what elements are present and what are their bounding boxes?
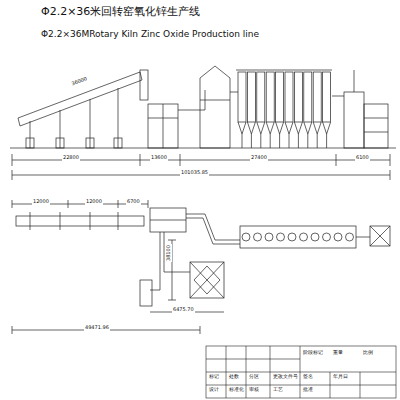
table-cell: 设计 bbox=[208, 387, 220, 393]
dimension: 36000 bbox=[70, 76, 89, 87]
silo bbox=[313, 72, 321, 122]
filter-top bbox=[277, 233, 285, 241]
silo bbox=[238, 72, 246, 122]
dimension: 101035.85 bbox=[180, 170, 209, 176]
silo-cone bbox=[304, 122, 312, 134]
filter-top bbox=[254, 233, 262, 241]
plan-view bbox=[12, 200, 390, 334]
table-cell: 分区 bbox=[248, 374, 260, 380]
elevation-view bbox=[10, 66, 396, 180]
title: Φ2.2×36米回转窑氧化锌生产线 bbox=[40, 6, 201, 18]
filter-top bbox=[242, 233, 250, 241]
silo-leg bbox=[298, 134, 299, 148]
silo-leg bbox=[251, 134, 252, 148]
table-cell: 阶段标记 bbox=[302, 350, 324, 356]
table-cell: 比例 bbox=[362, 350, 374, 356]
filter-top bbox=[323, 233, 331, 241]
table-cell: 批准 bbox=[302, 387, 314, 393]
silo-cone bbox=[323, 122, 331, 134]
table-cell: 重量 bbox=[332, 350, 344, 356]
silo-cone bbox=[257, 122, 265, 134]
dimension: 6700 bbox=[126, 199, 141, 205]
title-block bbox=[206, 346, 396, 398]
silo-leg bbox=[326, 134, 327, 148]
dimension: 12000 bbox=[85, 199, 103, 205]
silo-cone bbox=[285, 122, 293, 134]
dimension: 22800 bbox=[62, 155, 80, 161]
silo bbox=[323, 72, 331, 122]
table-cell: 标记 bbox=[208, 374, 220, 380]
filter-top bbox=[346, 233, 354, 241]
dimension: 12000 bbox=[32, 199, 50, 205]
dimension: 6475.70 bbox=[172, 307, 195, 313]
silo bbox=[294, 72, 302, 122]
silo-leg bbox=[279, 134, 280, 148]
silo-leg bbox=[260, 134, 261, 148]
subtitle: Φ2.2×36MRotary Kiln Zinc Oxide Productio… bbox=[40, 30, 260, 40]
dimension: 38100 bbox=[166, 244, 172, 262]
silo bbox=[266, 72, 274, 122]
table-cell: 工艺 bbox=[272, 387, 284, 393]
silo-leg bbox=[242, 134, 243, 148]
silo-cone bbox=[276, 122, 284, 134]
table-cell: 处数 bbox=[228, 374, 240, 380]
filter-top bbox=[265, 233, 273, 241]
filter-top bbox=[288, 233, 296, 241]
silo-cone bbox=[238, 122, 246, 134]
silo bbox=[285, 72, 293, 122]
table-cell: 年月日 bbox=[332, 374, 349, 380]
silo bbox=[276, 72, 284, 122]
table-cell: 标准化 bbox=[228, 387, 245, 393]
filter-top bbox=[311, 233, 319, 241]
dimension: 13600 bbox=[150, 155, 168, 161]
silo-leg bbox=[270, 134, 271, 148]
dimension: 49471.96 bbox=[84, 325, 110, 331]
table-cell: 更改文件号 bbox=[272, 374, 299, 380]
table-cell: 审核 bbox=[248, 387, 260, 393]
dimension: 27400 bbox=[250, 155, 268, 161]
silo-cone bbox=[294, 122, 302, 134]
silo bbox=[247, 72, 255, 122]
silo-cone bbox=[247, 122, 255, 134]
filter-top bbox=[300, 233, 308, 241]
silo-leg bbox=[289, 134, 290, 148]
silo bbox=[257, 72, 265, 122]
silo-cone bbox=[313, 122, 321, 134]
dimension: 6100 bbox=[355, 155, 370, 161]
silo-leg bbox=[307, 134, 308, 148]
silo-leg bbox=[317, 134, 318, 148]
silo bbox=[304, 72, 312, 122]
silo-cone bbox=[266, 122, 274, 134]
filter-top bbox=[334, 233, 342, 241]
table-cell: 签名 bbox=[302, 374, 314, 380]
